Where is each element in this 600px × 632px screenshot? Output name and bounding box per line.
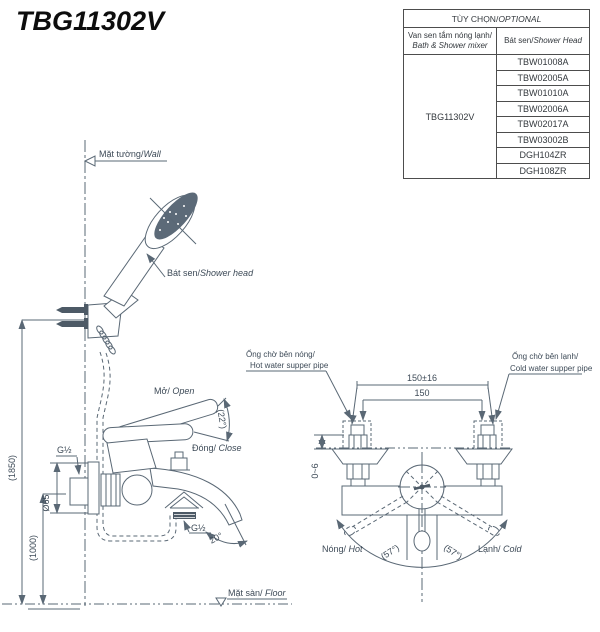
mixer-side <box>69 398 243 526</box>
cold-label: Lạnh/ Cold <box>478 544 523 554</box>
hose-coil <box>96 325 116 355</box>
cold-angle-label: (57°) <box>442 542 464 561</box>
spray-nozzles <box>159 205 187 231</box>
inlet-thread-label: G½ <box>56 445 82 475</box>
diverter-knob <box>169 451 190 471</box>
head-column-header: Bát sen/Shower Head <box>496 27 590 55</box>
section-line <box>149 197 197 245</box>
dimension-150-16: 150±16 <box>349 373 496 425</box>
handle-angle-annotation: Mở/ Open Đóng/ Close (22°) <box>154 386 242 453</box>
escutcheons <box>331 448 513 487</box>
svg-text:Ø65: Ø65 <box>41 494 51 511</box>
cold-supply-pipe <box>473 420 503 450</box>
svg-text:Hot water supper pipe: Hot water supper pipe <box>250 361 329 370</box>
mixer-column-header: Van sen tắm nóng lạnh/Bath & Shower mixe… <box>403 27 497 55</box>
spout <box>149 467 243 526</box>
inlet-fitting <box>69 477 89 506</box>
close-label: Đóng/ Close <box>192 443 242 453</box>
svg-text:Mặt tường/Wall: Mặt tường/Wall <box>99 149 162 159</box>
table-title-vn: TÙY CHỌN/ <box>451 13 499 24</box>
svg-text:150±16: 150±16 <box>407 373 437 383</box>
shower-outlet <box>164 491 204 519</box>
dimension-1850: (1850) <box>7 319 84 605</box>
valve-body <box>121 474 153 506</box>
svg-text:150: 150 <box>414 388 429 398</box>
wall-label: Mặt tường/Wall <box>83 149 167 167</box>
dimension-dia65: Ø65 <box>41 462 88 514</box>
hot-label: Nóng/ Hot <box>322 544 363 554</box>
lever-closed-position <box>102 423 194 445</box>
outlet-thread-label: G½ <box>183 520 211 534</box>
svg-text:Mặt sàn/ Floor: Mặt sàn/ Floor <box>228 588 287 598</box>
svg-text:Cold water supper pipe: Cold water supper pipe <box>510 364 593 373</box>
svg-text:G½: G½ <box>191 523 206 533</box>
product-code-title: TBG11302V <box>16 6 165 36</box>
svg-text:Bát sen/Shower head: Bát sen/Shower head <box>167 268 254 278</box>
mixer-model-cell: TBG11302V <box>403 54 497 179</box>
shower-hose <box>96 325 177 542</box>
svg-text:Ống chờ bên nóng/: Ống chờ bên nóng/ <box>246 349 316 359</box>
svg-text:Ống chờ bên lạnh/: Ống chờ bên lạnh/ <box>512 351 579 361</box>
table-title-en: OPTIONAL <box>498 13 542 24</box>
lever-base <box>106 438 157 474</box>
shower-head-cell: DGH108ZR <box>496 162 590 179</box>
hot-pipe-label: Ống chờ bên nóng/ Hot water supper pipe <box>246 349 352 420</box>
hand-shower <box>103 192 198 307</box>
mixer-front-body <box>341 461 503 560</box>
svg-text:G½: G½ <box>57 445 72 455</box>
floor-label: Mặt sàn/ Floor <box>2 588 292 610</box>
floor-marker-icon <box>215 597 227 607</box>
svg-text:(1000): (1000) <box>28 535 38 561</box>
shower-head-label: Bát sen/Shower head <box>146 253 254 278</box>
wall-arrow-icon <box>83 155 96 167</box>
svg-text:(1850): (1850) <box>7 455 17 481</box>
hot-supply-pipe <box>342 420 372 450</box>
wall-flange <box>87 461 100 515</box>
side-view: Mặt tường/Wall Mặt sàn/ Floor (1850) ( <box>2 140 292 610</box>
spray-face <box>154 192 198 240</box>
front-view: (57°) (57°) Nóng/ Hot Lạnh/ Cold 150±16 … <box>246 349 593 602</box>
hot-angle-label: (57°) <box>379 542 401 561</box>
open-angle-label: (22°) <box>215 408 228 429</box>
cold-pipe-label: Ống chờ bên lạnh/ Cold water supper pipe <box>495 351 593 420</box>
lever-knob <box>413 530 431 552</box>
open-label: Mở/ Open <box>154 386 194 396</box>
optional-table: TÙY CHỌN/OPTIONAL Van sen tắm nóng lạnh/… <box>403 9 590 179</box>
svg-text:0~6: 0~6 <box>310 463 320 478</box>
dimension-0-6: 0~6 <box>310 434 344 479</box>
dimension-150: 150 <box>359 388 486 421</box>
